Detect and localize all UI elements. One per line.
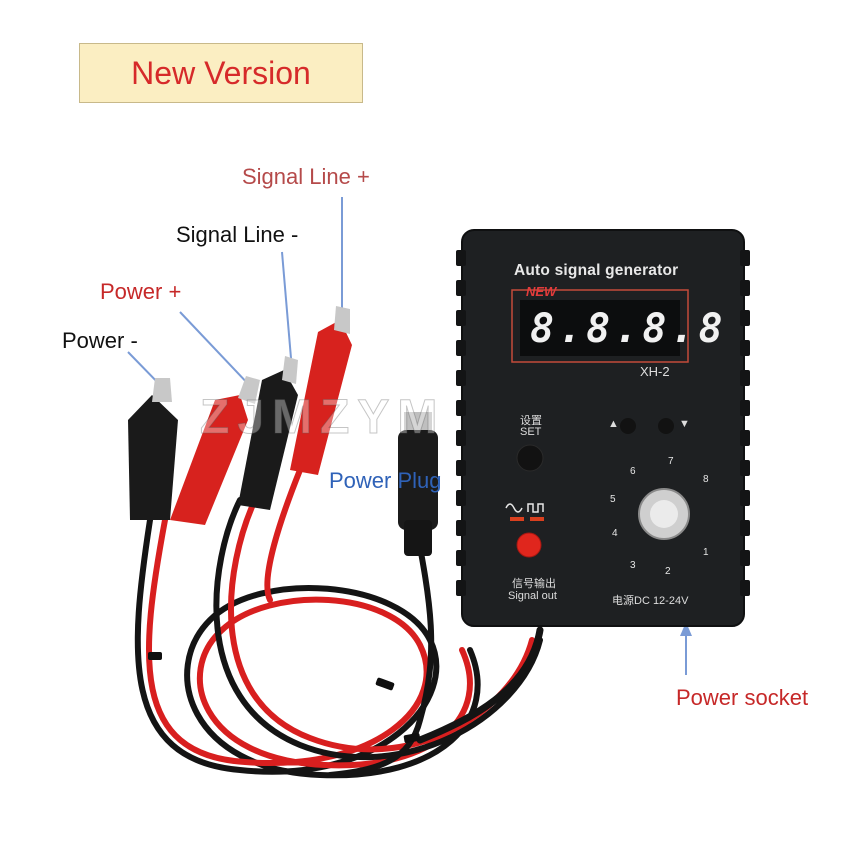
- down-arrow-icon: ▼: [679, 418, 690, 430]
- signal-out-label-cn: 信号输出: [512, 578, 556, 590]
- clip-power-minus: [128, 378, 178, 520]
- device-title: Auto signal generator: [514, 262, 679, 279]
- new-version-banner: New Version: [79, 43, 363, 103]
- banner-text: New Version: [131, 54, 311, 91]
- dial-number-3: 3: [630, 560, 636, 571]
- dial-number-1: 1: [703, 547, 709, 558]
- display-digits: 8.8.8.8: [530, 306, 727, 352]
- pointer-arrow-head: [680, 622, 692, 636]
- device-new-badge: NEW: [526, 284, 557, 299]
- dial-number-7: 7: [668, 456, 674, 467]
- dial-number-2: 2: [665, 566, 671, 577]
- set-label-cn: 设置: [520, 415, 542, 427]
- clip-signal-plus: [290, 306, 352, 475]
- label-power-plug: Power Plug: [329, 468, 442, 493]
- label-signal-line-minus: Signal Line -: [176, 222, 299, 247]
- signal-out-button-shape: [516, 532, 542, 558]
- sine-wave-icon: [505, 503, 523, 513]
- label-power-socket: Power socket: [676, 685, 809, 710]
- power-spec-label: 电源DC 12-24V: [612, 595, 689, 607]
- device-model: XH-2: [640, 364, 670, 379]
- seven-segment-display: [520, 300, 680, 356]
- dial-number-5: 5: [610, 494, 616, 505]
- label-signal-line-plus: Signal Line +: [242, 164, 370, 189]
- clip-power-plus: [170, 376, 260, 525]
- dial-number-6: 6: [630, 466, 636, 477]
- clip-signal-minus: [238, 356, 298, 510]
- label-power-minus: Power -: [62, 328, 138, 353]
- dial-number-8: 8: [703, 474, 709, 485]
- signal-out-label: Signal out: [508, 590, 557, 602]
- power-plug: [398, 412, 438, 556]
- cable-ties: [148, 652, 421, 744]
- label-power-plus: Power +: [100, 279, 182, 304]
- dial-number-4: 4: [612, 528, 618, 539]
- signal-generator-device: [456, 229, 750, 627]
- wire-coils: [134, 467, 544, 779]
- pointer-power-plus: [179, 311, 253, 389]
- set-label: SET: [520, 426, 542, 438]
- square-wave-icon: [527, 503, 544, 513]
- set-button-shape: [516, 444, 544, 472]
- watermark: ZJMZYM: [199, 391, 446, 445]
- pointer-signal-minus: [281, 251, 293, 371]
- up-arrow-icon: ▲: [608, 418, 619, 430]
- display-frame: [511, 289, 689, 363]
